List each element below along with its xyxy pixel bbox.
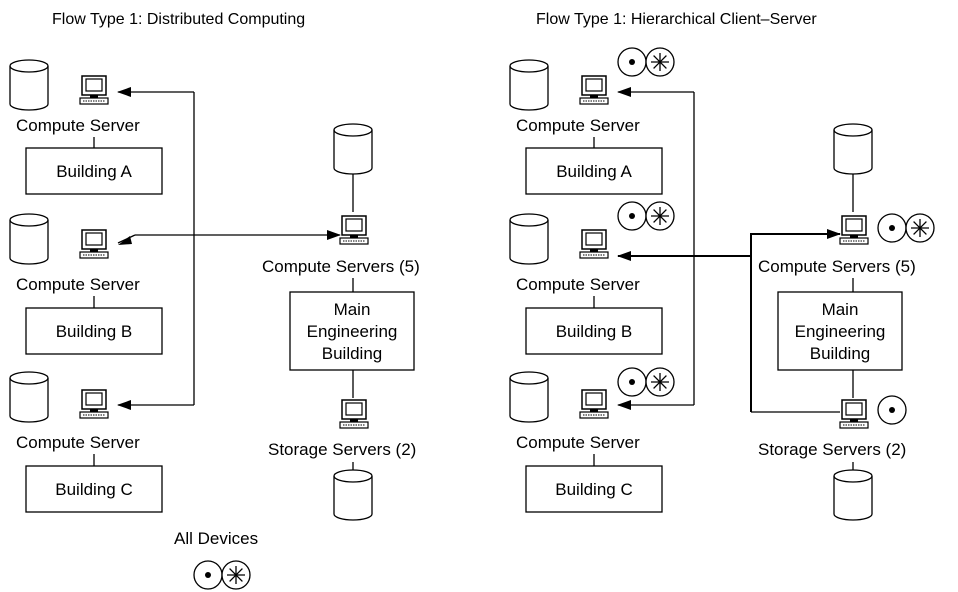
- left-building-c-box: [25, 465, 163, 513]
- left-server-b-label: Compute Server: [16, 275, 140, 294]
- left-main-database-icon: [333, 123, 373, 175]
- right-c-star-icon: [645, 367, 675, 397]
- right-main-building-line2: Engineering: [795, 322, 886, 341]
- right-database-c-icon: [509, 371, 549, 423]
- all-devices-label: All Devices: [174, 529, 258, 548]
- left-database-c-icon: [9, 371, 49, 423]
- right-c-dot-icon: [617, 367, 647, 397]
- left-building-a-box: [25, 147, 163, 195]
- right-storage-dot-icon: [877, 395, 907, 425]
- right-compute-star-icon: [905, 213, 935, 243]
- right-main-building-box: [777, 291, 903, 371]
- right-building-b-box: [525, 307, 663, 355]
- left-database-a-icon: [9, 59, 49, 111]
- left-main-building-line2: Engineering: [307, 322, 398, 341]
- right-building-a-label: Building A: [556, 162, 632, 181]
- left-compute-servers-label: Compute Servers (5): [262, 257, 420, 276]
- right-main-database-icon: [833, 123, 873, 175]
- left-computer-c-icon: [79, 389, 109, 419]
- left-storage-servers-label: Storage Servers (2): [268, 440, 416, 459]
- right-a-dot-icon: [617, 47, 647, 77]
- left-computer-a-icon: [79, 75, 109, 105]
- right-main-building-line3: Building: [810, 344, 871, 363]
- right-building-b-label: Building B: [556, 322, 633, 341]
- right-server-a-label: Compute Server: [516, 116, 640, 135]
- right-building-a-box: [525, 147, 663, 195]
- right-compute-dot-icon: [877, 213, 907, 243]
- left-computer-b-icon: [79, 229, 109, 259]
- right-storage-servers-label: Storage Servers (2): [758, 440, 906, 459]
- left-main-building-line1: Main: [334, 300, 371, 319]
- right-building-c-label: Building C: [555, 480, 633, 499]
- legend-star-icon: [221, 560, 251, 590]
- right-compute-servers-label: Compute Servers (5): [758, 257, 916, 276]
- right-computer-c-icon: [579, 389, 609, 419]
- right-storage-database-icon: [833, 469, 873, 521]
- left-database-b-icon: [9, 213, 49, 265]
- left-storage-servers-icon: [339, 399, 369, 429]
- right-building-c-box: [525, 465, 663, 513]
- left-main-building-line3: Building: [322, 344, 383, 363]
- left-building-c-label: Building C: [55, 480, 133, 499]
- right-storage-servers-icon: [839, 399, 869, 429]
- left-server-c-label: Compute Server: [16, 433, 140, 452]
- right-link-storage-to-compute: [750, 229, 841, 412]
- right-main-building-line1: Main: [822, 300, 859, 319]
- left-building-a-label: Building A: [56, 162, 132, 181]
- left-compute-servers-icon: [339, 215, 369, 245]
- right-a-star-icon: [645, 47, 675, 77]
- right-title: Flow Type 1: Hierarchical Client–Server: [536, 11, 817, 28]
- right-database-a-icon: [509, 59, 549, 111]
- right-server-b-label: Compute Server: [516, 275, 640, 294]
- legend-dot-icon: [193, 560, 223, 590]
- right-b-dot-icon: [617, 201, 647, 231]
- right-computer-a-icon: [579, 75, 609, 105]
- left-title: Flow Type 1: Distributed Computing: [52, 11, 305, 28]
- right-compute-servers-icon: [839, 215, 869, 245]
- right-server-c-label: Compute Server: [516, 433, 640, 452]
- right-database-b-icon: [509, 213, 549, 265]
- left-server-a-label: Compute Server: [16, 116, 140, 135]
- left-arrow-b-head: [118, 236, 132, 245]
- right-computer-b-icon: [579, 229, 609, 259]
- left-main-building-box: [289, 291, 415, 371]
- left-building-b-box: [25, 307, 163, 355]
- left-building-b-label: Building B: [56, 322, 133, 341]
- right-b-star-icon: [645, 201, 675, 231]
- left-storage-database-icon: [333, 469, 373, 521]
